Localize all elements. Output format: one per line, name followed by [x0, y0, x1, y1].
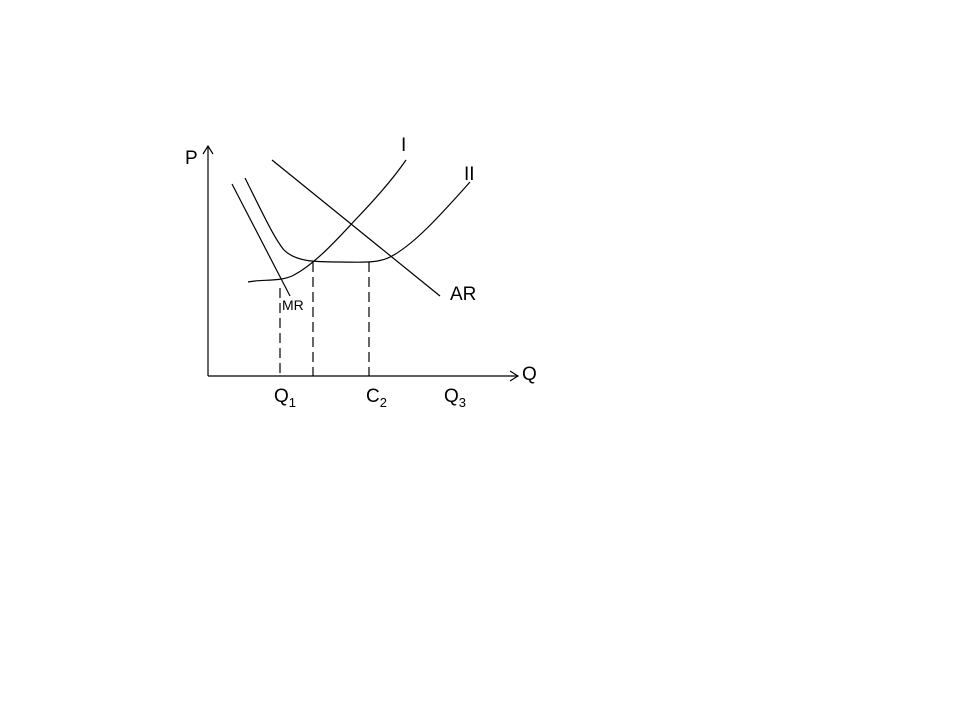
curves	[231, 159, 471, 297]
marginal-revenue-curve	[231, 183, 291, 297]
y-axis-label: P	[185, 148, 198, 169]
mr-label: MR	[282, 297, 304, 313]
curve-i-label: I	[401, 135, 406, 156]
ar-label: AR	[450, 284, 476, 305]
drop-lines	[279, 262, 370, 376]
x-axis-arrow	[509, 370, 520, 382]
x-tick-label-q1: Q1	[274, 386, 296, 410]
curve-ii	[244, 177, 471, 263]
x-axis-label: Q	[522, 364, 537, 385]
curve-ii-label: II	[464, 164, 475, 185]
x-tick-label-q3: Q3	[444, 386, 466, 410]
x-tick-subscript: 2	[380, 395, 387, 410]
average-revenue-curve	[271, 159, 441, 297]
x-tick-base: C	[366, 386, 380, 407]
x-tick-label-c2: C2	[366, 386, 387, 410]
x-tick-subscript: 1	[289, 395, 296, 410]
x-tick-subscript: 3	[459, 395, 466, 410]
y-axis-arrow	[202, 144, 214, 155]
x-tick-base: Q	[274, 386, 289, 407]
x-tick-base: Q	[444, 386, 459, 407]
curve-i	[247, 159, 407, 283]
axes	[202, 144, 520, 382]
